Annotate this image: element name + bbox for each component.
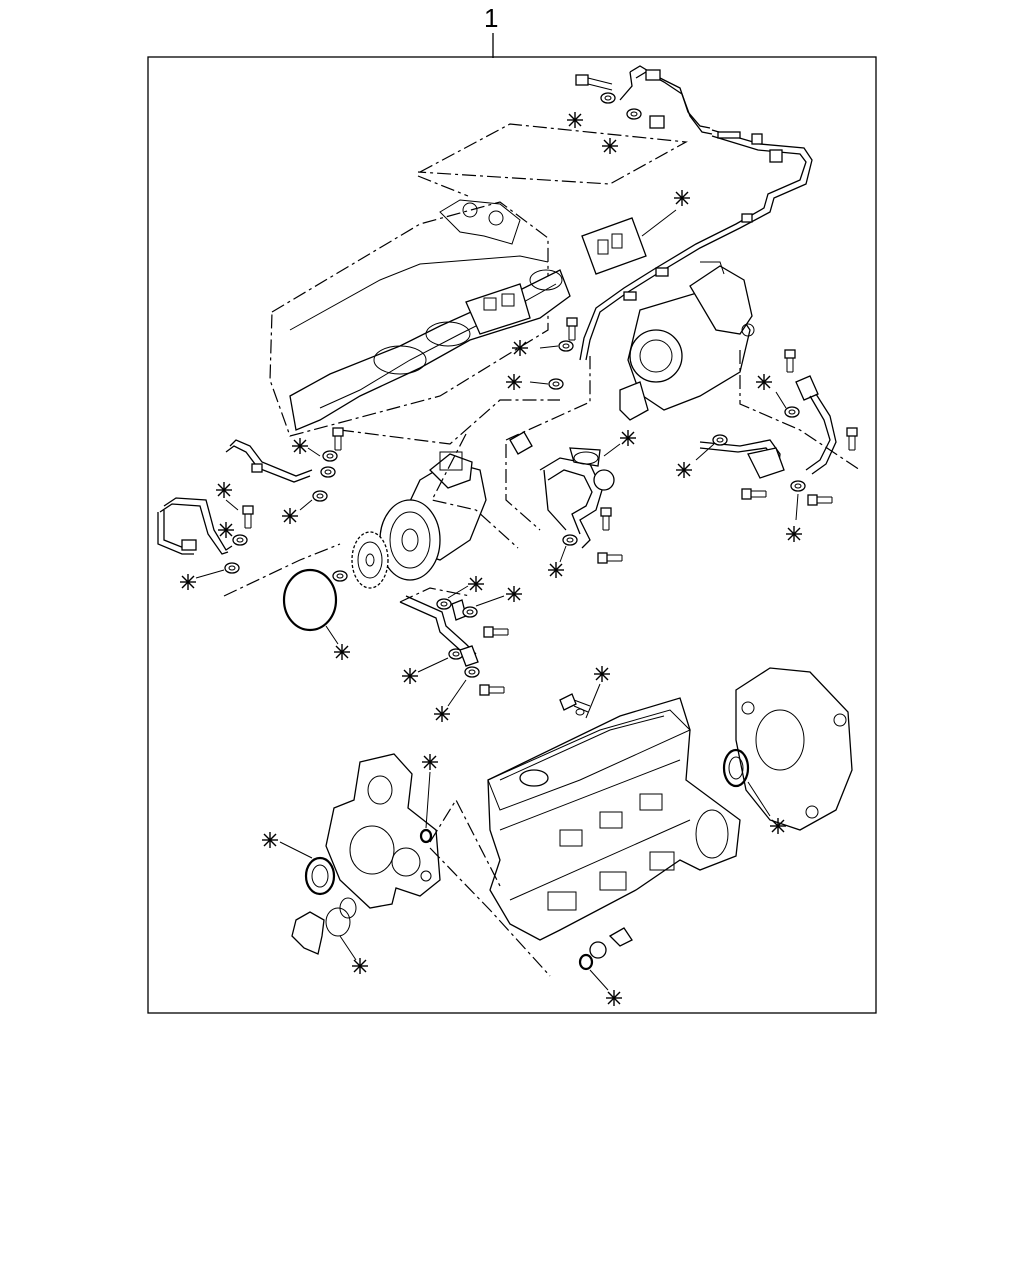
asterisk-icon: [566, 111, 584, 129]
front-crankshaft-seal: [304, 856, 336, 896]
reference-line: [429, 798, 501, 887]
asterisk-icon: [675, 461, 693, 479]
asterisk-icon: [291, 437, 309, 455]
cylinder-block: [487, 697, 741, 941]
asterisk-icon: [547, 561, 565, 579]
rear-crankshaft-seal: [722, 748, 750, 788]
nut-washer: [332, 570, 348, 582]
o-ring-large: [282, 568, 338, 632]
callout-number: 1: [484, 3, 498, 33]
leader-line: [641, 209, 677, 237]
reference-line: [223, 543, 341, 597]
sealing-washer: [312, 490, 328, 502]
compressor-coolant-line-left: [225, 427, 344, 483]
exhaust-manifold: [289, 269, 571, 431]
oil-pump-seal: [578, 927, 633, 971]
asterisk-icon: [601, 137, 619, 155]
banjo-bolt-top: [575, 74, 763, 145]
turbocharger: [619, 261, 755, 421]
asterisk-icon: [215, 481, 233, 499]
asterisk-icon: [593, 665, 611, 683]
coolant-pipe: [509, 431, 623, 564]
cylinder-head-phantom: [269, 199, 549, 437]
compressor-oil-line: [399, 587, 509, 696]
asterisk-icon: [333, 643, 351, 661]
timing-gear-housing: [325, 753, 441, 909]
asterisk-icon: [179, 573, 197, 591]
oil-return-line: [699, 349, 858, 506]
reference-line: [431, 433, 519, 549]
asterisk-icon: [511, 339, 529, 357]
turbo-flange-gasket: [581, 217, 647, 275]
sealing-washer: [548, 378, 564, 390]
asterisk-icon: [433, 705, 451, 723]
reference-line: [505, 444, 541, 531]
reference-line: [429, 847, 551, 977]
asterisk-icon: [421, 753, 439, 771]
flywheel-housing: [735, 667, 853, 831]
asterisk-icon: [619, 429, 637, 447]
asterisk-icon: [785, 525, 803, 543]
asterisk-icon: [217, 521, 235, 539]
front-cover-plate: [291, 897, 357, 955]
asterisk-icon: [467, 575, 485, 593]
reference-line: [339, 399, 560, 445]
sealing-washer: [558, 340, 574, 352]
air-compressor: [379, 451, 487, 581]
asterisk-icon: [505, 373, 523, 391]
reference-line: [417, 123, 688, 185]
reference-line: [505, 356, 591, 441]
turbo-oil-feed-line: [579, 65, 813, 361]
o-ring-small: [419, 828, 433, 844]
asterisk-icon: [605, 989, 623, 1007]
compressor-coolant-line-far-left: [157, 497, 254, 574]
asterisk-icon: [505, 585, 523, 603]
asterisk-icon: [673, 189, 691, 207]
asterisk-icon: [281, 507, 299, 525]
dipstick-tube-fitting: [559, 693, 591, 716]
asterisk-icon: [769, 817, 787, 835]
asterisk-icon: [401, 667, 419, 685]
asterisk-icon: [351, 957, 369, 975]
bolt: [566, 317, 578, 341]
reference-line: [739, 350, 861, 471]
exhaust-manifold-gasket: [465, 283, 531, 335]
reference-line: [417, 175, 469, 197]
asterisk-icon: [755, 373, 773, 391]
compressor-drive-gear: [351, 531, 389, 589]
diagram-frame: [147, 56, 877, 1014]
asterisk-icon: [261, 831, 279, 849]
